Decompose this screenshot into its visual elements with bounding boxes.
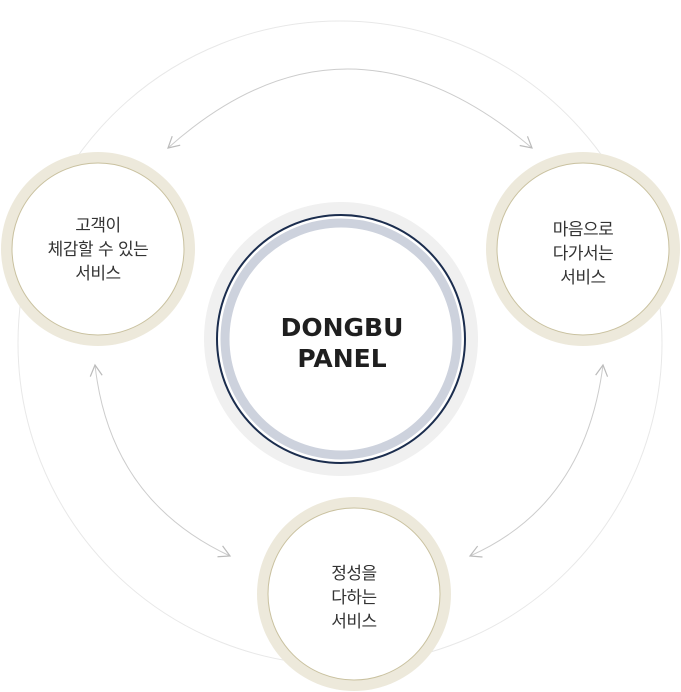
bottom-node-inner — [267, 507, 441, 681]
left-node-line: 체감할 수 있는 — [47, 240, 149, 260]
center-title-line2: PANEL — [297, 344, 387, 373]
right-node-line: 마음으로 — [552, 220, 614, 240]
bottom-node-label: 정성을 다하는 서비스 — [274, 562, 434, 634]
center-title: DONGBU PANEL — [242, 312, 442, 374]
left-node-line: 서비스 — [75, 264, 121, 284]
left-node-inner — [11, 162, 185, 336]
bottom-node-line: 정성을 — [331, 564, 377, 584]
bottom-node-line: 다하는 — [331, 588, 377, 608]
right-node-label: 마음으로 다가서는 서비스 — [503, 218, 663, 290]
right-node-inner — [496, 162, 670, 336]
right-node-line: 서비스 — [560, 268, 606, 288]
left-node-label: 고객이 체감할 수 있는 서비스 — [18, 214, 178, 286]
center-grey-band — [220, 218, 462, 460]
arrow-left-right — [167, 68, 533, 149]
center-title-line1: DONGBU — [280, 313, 404, 342]
left-node-line: 고객이 — [75, 216, 121, 236]
arrow-left-bottom — [89, 363, 232, 558]
right-node-line: 다가서는 — [552, 244, 614, 264]
arrow-right-bottom — [468, 363, 609, 558]
bottom-node-line: 서비스 — [331, 612, 377, 632]
